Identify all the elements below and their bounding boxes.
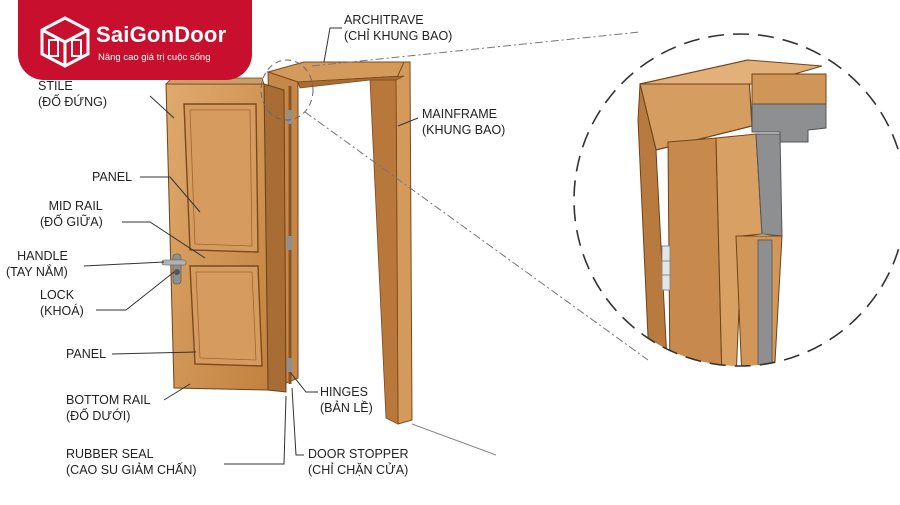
label-handle: HANDLE (TAY NẮM) xyxy=(6,249,68,279)
leader-stile xyxy=(149,95,175,119)
leader-mainframe xyxy=(397,117,419,127)
zoom-leader-top xyxy=(311,31,641,67)
hinge-upper xyxy=(287,110,292,124)
hinge-lower xyxy=(287,358,292,372)
door-leaf xyxy=(161,77,287,393)
zoom-leader-bottom xyxy=(304,111,649,361)
label-mid-rail: MID RAIL (ĐỐ GIỮA) xyxy=(40,199,103,229)
brand-badge: SaiGonDoor Nâng cao giá trị cuộc sống xyxy=(18,0,252,80)
label-stile: STILE (ĐỐ ĐỨNG) xyxy=(38,79,108,109)
hinge-middle xyxy=(287,236,292,250)
zoom-detail xyxy=(637,59,827,366)
zoom-circle-outline xyxy=(573,33,900,367)
zoom-door-face xyxy=(667,137,723,366)
leader-hinges xyxy=(289,371,318,393)
mainframe-post-right xyxy=(395,61,413,425)
zoom-architrave-left xyxy=(637,83,669,366)
leader-lock xyxy=(96,271,175,311)
label-bottom-rail: BOTTOM RAIL (ĐỐ DƯỚI) xyxy=(66,393,151,423)
leader-handle xyxy=(83,261,165,267)
door-panel-bottom-inner xyxy=(195,271,257,361)
leader-lines xyxy=(83,27,419,465)
leader-architrave xyxy=(323,27,342,63)
leader-bottom-rail xyxy=(163,383,191,401)
leader-rubber-seal xyxy=(224,395,287,465)
label-hinges: HINGES (BẢN LỀ) xyxy=(320,385,373,415)
frame-floor-line xyxy=(411,423,497,456)
door-cube-logo-icon xyxy=(40,16,90,68)
zoom-source-ring xyxy=(260,59,314,121)
label-panel-bottom: PANEL xyxy=(66,347,107,361)
door-frame xyxy=(266,61,413,425)
label-lock: LOCK (KHOÁ) xyxy=(40,288,84,318)
label-door-stopper: DOOR STOPPER (CHỈ CHẶN CỬA) xyxy=(308,447,409,477)
door-panel-bottom xyxy=(189,265,263,367)
door-panel-top xyxy=(183,103,259,253)
lock-keyhole xyxy=(174,269,180,275)
leader-panel-bottom xyxy=(111,351,197,355)
zoom-callout xyxy=(260,31,900,456)
leader-door-stopper xyxy=(291,387,304,456)
frame-top-inner xyxy=(297,75,405,89)
label-mainframe: MAINFRAME (KHUNG BAO) xyxy=(422,107,506,137)
mainframe-inner-face xyxy=(369,79,399,425)
label-panel-top: PANEL xyxy=(92,170,133,184)
handle-lever xyxy=(161,259,187,266)
door-panel-top-inner xyxy=(189,109,253,247)
zoom-jamb-groove xyxy=(757,239,773,366)
leader-mid-rail xyxy=(122,221,206,259)
label-architrave: ARCHITRAVE (CHỈ KHUNG BAO) xyxy=(344,13,453,43)
zoom-section-cut xyxy=(751,103,827,143)
leader-panel-top xyxy=(140,176,201,213)
zoom-hinge-plate xyxy=(661,245,671,291)
brand-tagline: Nâng cao giá trị cuộc sống xyxy=(98,52,211,63)
label-rubber-seal: RUBBER SEAL (CAO SU GIẢM CHẤN) xyxy=(66,447,197,477)
brand-name: SaiGonDoor xyxy=(96,22,227,47)
